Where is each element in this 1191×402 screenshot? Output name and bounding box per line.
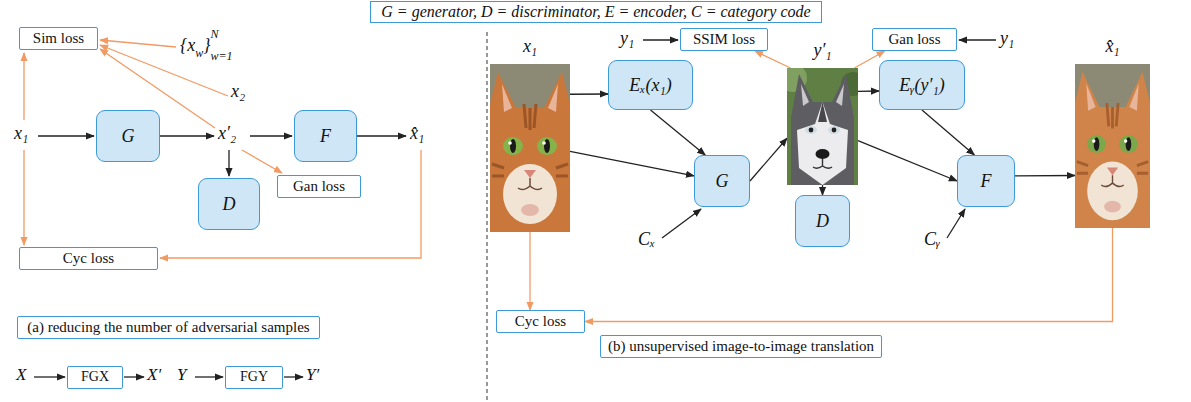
flow-connector bbox=[858, 141, 957, 181]
math-label: x₂ bbox=[231, 82, 245, 102]
math-label: y₁ bbox=[1000, 29, 1014, 49]
image-node: x̂₁ bbox=[1075, 64, 1150, 228]
loss-arrow bbox=[100, 40, 176, 47]
caption-box: (a) reducing the number of adversarial s… bbox=[17, 316, 320, 339]
discriminator-box: D bbox=[795, 195, 850, 247]
box-label: Sim loss bbox=[33, 30, 84, 47]
panel-divider bbox=[486, 32, 487, 402]
loss-connector bbox=[529, 232, 530, 310]
math-label: Cₓ bbox=[638, 230, 655, 250]
box-label: Cyc loss bbox=[515, 313, 566, 330]
generator-box: G bbox=[96, 110, 160, 162]
math-label: x̂₁ bbox=[410, 124, 424, 144]
dog-photo bbox=[787, 68, 858, 185]
flow-connector bbox=[651, 110, 706, 155]
box-label: Gan loss bbox=[293, 178, 345, 195]
caption-box: (b) unsupervised image-to-image translat… bbox=[600, 335, 882, 358]
loss-box: Sim loss bbox=[19, 27, 98, 50]
flow-arrow bbox=[160, 135, 214, 136]
cat-photo bbox=[1075, 64, 1150, 228]
box-label: D bbox=[816, 211, 829, 232]
figure-title: G = generator, D = discriminator, E = en… bbox=[370, 1, 821, 23]
flow-arrow bbox=[250, 135, 292, 136]
flow-arrow bbox=[34, 376, 65, 377]
box-label: Gan loss bbox=[888, 31, 940, 48]
image-label: x₁ bbox=[470, 36, 590, 57]
loss-box: Gan loss bbox=[872, 28, 957, 51]
math-label: x′₂ bbox=[218, 124, 236, 144]
math-label: x₁ bbox=[14, 124, 28, 144]
flow-arrow bbox=[662, 209, 701, 238]
loss-arrow bbox=[242, 150, 282, 173]
box-label: F bbox=[320, 126, 331, 147]
image-label: y′₁ bbox=[767, 40, 878, 61]
flow-arrow bbox=[124, 376, 144, 377]
box-label: FGX bbox=[81, 369, 109, 385]
math-label: X′ bbox=[147, 366, 161, 385]
cat-photo bbox=[490, 64, 570, 232]
flow-arrow bbox=[38, 135, 94, 136]
flow-connector bbox=[570, 151, 694, 175]
generator-box: F bbox=[957, 155, 1015, 207]
box-label: (b) unsupervised image-to-image translat… bbox=[608, 338, 874, 355]
module-box: FGX bbox=[67, 366, 123, 389]
flow-arrow bbox=[284, 376, 303, 377]
encoder-box: Eₓ(x₁) bbox=[608, 60, 693, 110]
math-label: w=1 bbox=[210, 50, 232, 63]
flow-connector bbox=[822, 185, 823, 195]
math-label: } bbox=[203, 36, 210, 56]
loss-box: Cyc loss bbox=[496, 310, 585, 333]
image-node: y′₁ bbox=[787, 68, 858, 185]
math-label: Y′ bbox=[306, 366, 319, 385]
loss-box: SSIM loss bbox=[680, 28, 768, 51]
encoder-box: Eᵧ(y′₁) bbox=[879, 60, 965, 110]
box-label: Eᵧ(y′₁) bbox=[899, 75, 944, 96]
discriminator-box: D bbox=[198, 178, 260, 230]
box-label: G bbox=[122, 126, 135, 147]
flow-arrow bbox=[643, 39, 678, 40]
generator-box: F bbox=[294, 110, 357, 162]
box-label: (a) reducing the number of adversarial s… bbox=[27, 319, 309, 336]
flow-arrow bbox=[947, 209, 965, 238]
loss-arrow bbox=[160, 150, 421, 258]
box-label: G bbox=[716, 171, 729, 192]
flow-connector bbox=[750, 138, 787, 181]
flow-arrow bbox=[959, 39, 996, 40]
generator-box: G bbox=[694, 155, 750, 207]
loss-box: Cyc loss bbox=[19, 247, 158, 270]
flow-connector bbox=[858, 90, 879, 92]
loss-connector bbox=[755, 51, 791, 68]
module-box: FGY bbox=[225, 366, 283, 389]
math-label: y₁ bbox=[620, 29, 634, 49]
flow-arrow bbox=[195, 376, 223, 377]
box-label: Eₓ(x₁) bbox=[629, 75, 671, 96]
box-label: Cyc loss bbox=[63, 250, 114, 267]
math-label: Y bbox=[177, 366, 186, 385]
box-label: SSIM loss bbox=[693, 31, 755, 48]
loss-arrow bbox=[23, 150, 24, 245]
flow-arrow bbox=[228, 150, 229, 176]
math-label: w bbox=[195, 47, 203, 60]
flow-connector bbox=[1015, 175, 1075, 177]
image-label: x̂₁ bbox=[1055, 36, 1170, 57]
box-label: F bbox=[981, 171, 992, 192]
loss-box: Gan loss bbox=[277, 175, 361, 198]
flow-arrow bbox=[357, 135, 406, 136]
math-label: {x bbox=[180, 36, 195, 56]
math-label: Cᵧ bbox=[924, 230, 940, 250]
flow-connector bbox=[570, 93, 608, 95]
image-node: x₁ bbox=[490, 64, 570, 232]
flow-connector bbox=[922, 110, 974, 155]
box-label: FGY bbox=[240, 369, 268, 385]
math-label: X bbox=[16, 366, 26, 385]
loss-arrow bbox=[23, 53, 24, 120]
box-label: D bbox=[223, 194, 236, 215]
math-label: N bbox=[210, 28, 218, 41]
